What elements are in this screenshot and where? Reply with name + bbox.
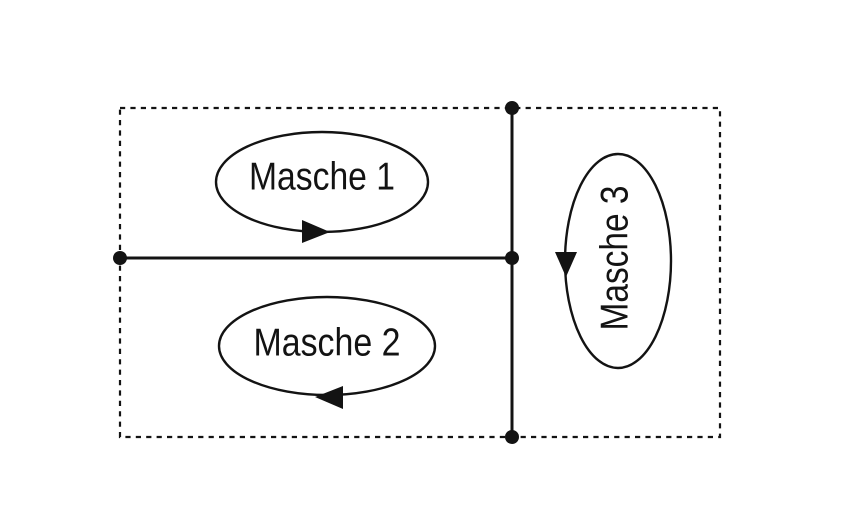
node-dot-top: [505, 101, 519, 115]
mesh-2-arrowhead: [315, 386, 343, 409]
mesh-2-label: Masche 2: [254, 322, 401, 365]
node-dot-left: [113, 251, 127, 265]
mesh-3-arrowhead: [555, 252, 577, 277]
mesh-3-label: Masche 3: [594, 186, 637, 331]
mesh-1-arrowhead: [302, 220, 330, 243]
outer-dashed-boundary: [118, 106, 722, 439]
mesh-1-loop: Masche 1: [214, 130, 430, 243]
mesh-3-loop: Masche 3: [555, 152, 673, 370]
node-dot-center: [505, 251, 519, 265]
node-dot-bottom: [505, 430, 519, 444]
mesh-1-label: Masche 1: [249, 156, 395, 199]
mesh-2-loop: Masche 2: [217, 295, 437, 409]
